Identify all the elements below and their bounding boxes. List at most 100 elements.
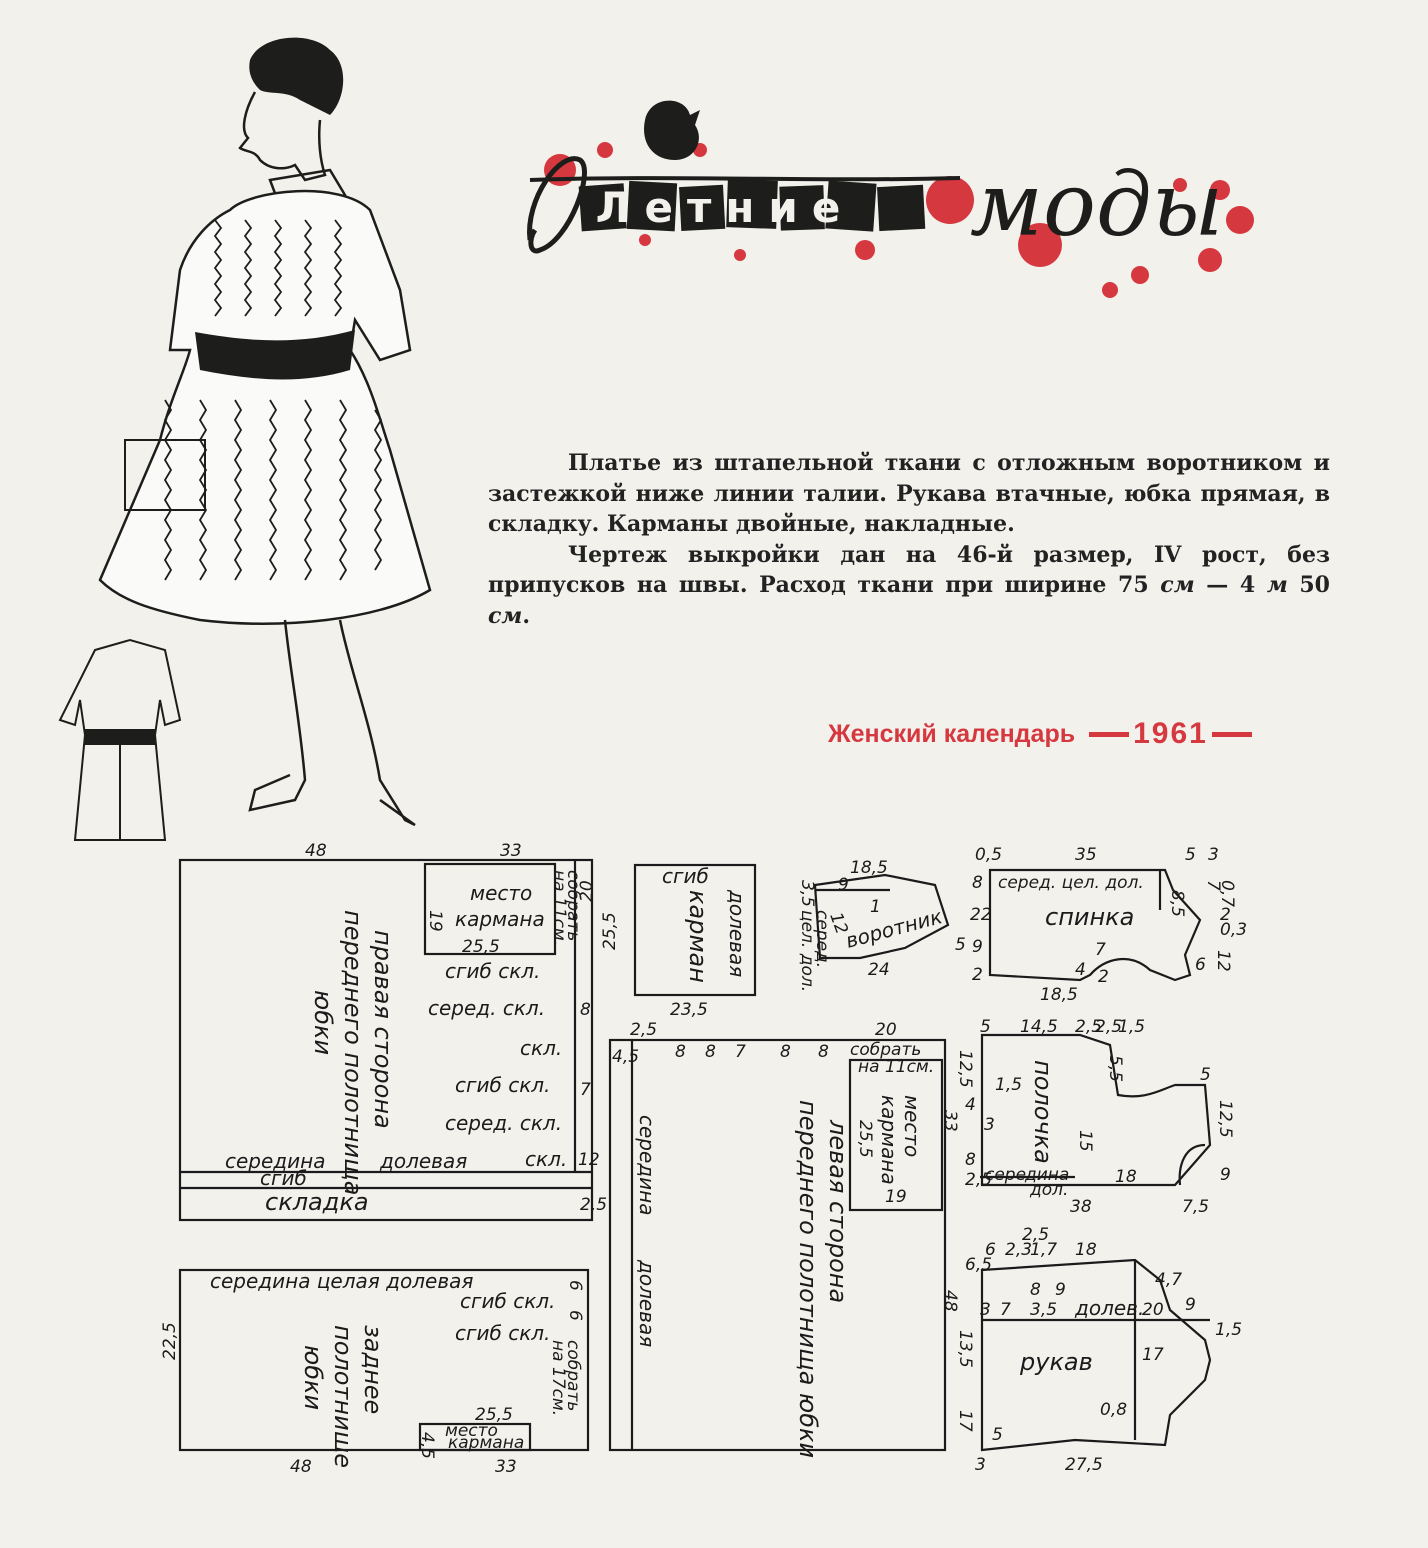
svg-text:5,5: 5,5 bbox=[1105, 1055, 1125, 1082]
source-name: Женский календарь bbox=[828, 719, 1076, 748]
svg-text:полотнище: полотнище bbox=[329, 1325, 357, 1468]
svg-text:9: 9 bbox=[838, 875, 849, 895]
svg-text:12: 12 bbox=[1213, 950, 1233, 972]
svg-text:долевая: долевая bbox=[725, 889, 749, 977]
svg-text:рукав: рукав bbox=[1019, 1348, 1093, 1376]
svg-text:2: 2 bbox=[1220, 905, 1231, 925]
svg-text:35: 35 bbox=[1075, 845, 1097, 865]
svg-text:22: 22 bbox=[970, 905, 992, 925]
svg-text:9: 9 bbox=[1220, 1165, 1231, 1185]
svg-text:на 11см.: на 11см. bbox=[858, 1057, 934, 1077]
svg-text:9: 9 bbox=[972, 937, 983, 957]
svg-text:кармана: кармана bbox=[455, 907, 545, 931]
svg-text:складка: складка bbox=[265, 1188, 369, 1216]
svg-text:7: 7 bbox=[735, 1042, 746, 1062]
svg-text:33: 33 bbox=[940, 1110, 960, 1132]
svg-text:долев.: долев. bbox=[1074, 1296, 1144, 1320]
svg-text:20: 20 bbox=[577, 880, 597, 902]
svg-text:заднее: заднее bbox=[359, 1325, 387, 1414]
source-caption: Женский календарь 1961 bbox=[828, 714, 1252, 754]
svg-text:6: 6 bbox=[1195, 955, 1206, 975]
svg-text:4,5: 4,5 bbox=[417, 1432, 437, 1459]
svg-text:середина целая долевая: середина целая долевая bbox=[210, 1269, 473, 1293]
svg-text:полочка: полочка bbox=[1029, 1060, 1057, 1164]
svg-text:8: 8 bbox=[972, 873, 983, 893]
svg-text:7: 7 bbox=[1000, 1300, 1011, 1320]
svg-text:5: 5 bbox=[955, 935, 966, 955]
svg-text:9: 9 bbox=[1055, 1280, 1066, 1300]
svg-text:17: 17 bbox=[955, 1410, 975, 1432]
svg-text:4: 4 bbox=[1075, 960, 1086, 980]
svg-text:на 17см.: на 17см. bbox=[548, 1340, 568, 1416]
sewing-pattern: 48 33 место кармана 19 25,5 собрать на 1… bbox=[160, 841, 1247, 1477]
title-word-1: Летние bbox=[527, 156, 926, 254]
svg-text:моды: моды bbox=[970, 153, 1223, 256]
svg-text:6: 6 bbox=[565, 1310, 585, 1321]
svg-text:место: место bbox=[470, 881, 532, 905]
title-graphic: Летние моды bbox=[527, 100, 1254, 298]
svg-text:2,5: 2,5 bbox=[580, 1195, 607, 1215]
svg-text:2,3: 2,3 bbox=[1005, 1240, 1032, 1260]
svg-text:18: 18 bbox=[1115, 1167, 1137, 1187]
svg-text:серед. скл.: серед. скл. bbox=[428, 996, 545, 1020]
svg-text:2,5: 2,5 bbox=[1022, 1225, 1049, 1245]
svg-text:серед. цел. дол.: серед. цел. дол. bbox=[998, 873, 1144, 893]
pattern-pocket: сгиб карман долевая 23,5 bbox=[633, 863, 757, 1020]
svg-text:долевая: долевая bbox=[379, 1149, 467, 1173]
svg-text:место: место bbox=[900, 1095, 924, 1157]
svg-text:20: 20 bbox=[1142, 1300, 1164, 1320]
svg-text:3: 3 bbox=[1208, 845, 1219, 865]
pattern-right-skirt: 48 33 место кармана 19 25,5 собрать на 1… bbox=[178, 841, 620, 1222]
svg-text:2,5: 2,5 bbox=[965, 1170, 992, 1190]
svg-text:сгиб: сгиб bbox=[260, 1166, 307, 1190]
svg-text:спинка: спинка bbox=[1045, 903, 1134, 931]
svg-text:22,5: 22,5 bbox=[160, 1322, 180, 1360]
svg-text:0,3: 0,3 bbox=[1220, 920, 1247, 940]
svg-text:цел. дол.: цел. дол. bbox=[797, 910, 817, 992]
svg-text:переднего полотнища юбки: переднего полотнища юбки bbox=[794, 1100, 822, 1458]
svg-text:27,5: 27,5 bbox=[1065, 1455, 1103, 1475]
svg-text:сгиб: сгиб bbox=[662, 864, 709, 888]
svg-text:18,5: 18,5 bbox=[1040, 985, 1078, 1005]
svg-text:правая сторона: правая сторона bbox=[369, 930, 397, 1129]
svg-text:12,5: 12,5 bbox=[955, 1050, 975, 1088]
svg-text:6: 6 bbox=[565, 1280, 585, 1291]
svg-text:8,5: 8,5 bbox=[1167, 890, 1187, 917]
description-paragraph-2: Чертеж выкройки дан на 46-й размер, IV р… bbox=[488, 541, 1330, 629]
svg-text:48: 48 bbox=[940, 1290, 960, 1312]
svg-text:дол.: дол. bbox=[1029, 1180, 1068, 1200]
svg-text:скл.: скл. bbox=[525, 1147, 567, 1171]
svg-text:8: 8 bbox=[780, 1042, 791, 1062]
svg-text:6,5: 6,5 bbox=[965, 1255, 992, 1275]
pattern-left-skirt: 2,5 20 4,5 8 8 7 8 8 собрать на 11см. ме… bbox=[608, 1020, 960, 1458]
svg-text:48: 48 bbox=[290, 1457, 312, 1477]
source-year: 1961 bbox=[1089, 717, 1252, 751]
title-area: Летние моды bbox=[520, 90, 1290, 330]
svg-text:18: 18 bbox=[1075, 1240, 1097, 1260]
svg-text:середина: середина bbox=[225, 1149, 325, 1173]
svg-text:8: 8 bbox=[705, 1042, 716, 1062]
svg-text:середина: середина bbox=[635, 1115, 659, 1215]
svg-text:сере: сере bbox=[985, 1165, 1026, 1185]
svg-text:6: 6 bbox=[985, 1240, 996, 1260]
svg-text:8: 8 bbox=[675, 1042, 686, 1062]
svg-text:17: 17 bbox=[1142, 1345, 1164, 1365]
svg-text:1,5: 1,5 bbox=[1215, 1320, 1242, 1340]
svg-text:3: 3 bbox=[984, 1115, 995, 1135]
svg-text:долевая: долевая bbox=[635, 1259, 659, 1347]
description: Платье из штапельной ткани с отложным во… bbox=[488, 448, 1330, 631]
pattern-front: 5 14,5 2,5 2,5 1,5 12,5 4 3 8 2,5 1,5 по… bbox=[955, 1017, 1235, 1217]
svg-text:сгиб скл.: сгиб скл. bbox=[455, 1073, 550, 1097]
pattern-collar: 18,5 9 1 3,5 серед. цел. дол. 12 воротни… bbox=[797, 858, 966, 992]
svg-text:8: 8 bbox=[1030, 1280, 1041, 1300]
svg-text:4: 4 bbox=[965, 1095, 976, 1115]
svg-text:сгиб скл.: сгиб скл. bbox=[445, 959, 540, 983]
svg-text:5: 5 bbox=[1200, 1065, 1211, 1085]
svg-text:дина: дина bbox=[1024, 1165, 1069, 1185]
svg-text:33: 33 bbox=[500, 841, 522, 861]
pattern-sleeve: 6 2,3 1,7 2,5 18 6,5 13,5 17 5 3 7 3,5 8… bbox=[955, 1225, 1242, 1475]
svg-text:переднего полотнища: переднего полотнища bbox=[339, 910, 367, 1195]
fashion-illustration bbox=[58, 37, 432, 841]
svg-text:3,5: 3,5 bbox=[1030, 1300, 1057, 1320]
svg-text:серед. скл.: серед. скл. bbox=[445, 1111, 562, 1135]
